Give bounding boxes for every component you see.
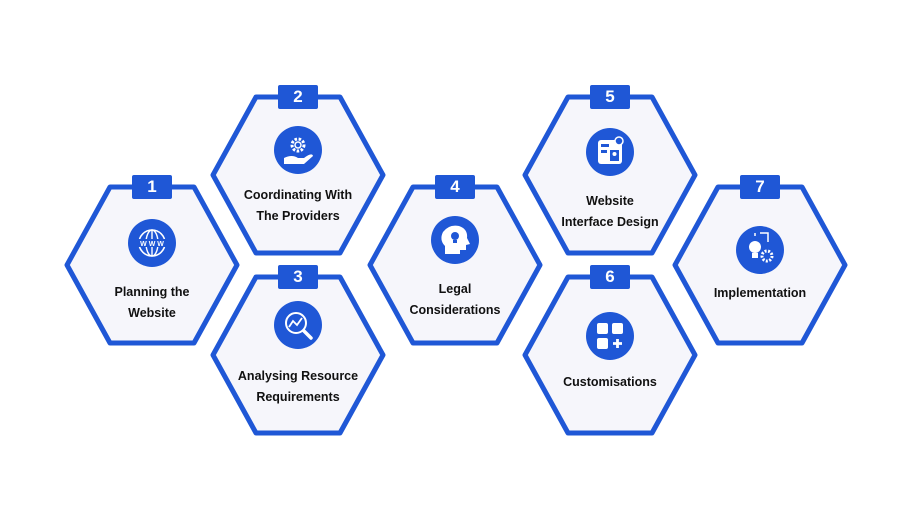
step-title-line: Analysing Resource (237, 369, 359, 383)
step-title-line: Coordinating With (243, 188, 353, 202)
globe-www-icon: W W W (128, 219, 176, 267)
hexagon-step-3 (210, 274, 386, 436)
step-title-line: Planning the (114, 285, 190, 299)
step-title-line: Interface Design (561, 215, 659, 229)
step-number-badge: 3 (278, 265, 318, 289)
step-number-badge: 1 (132, 175, 172, 199)
svg-text:W W W: W W W (140, 241, 164, 248)
step-number-badge: 4 (435, 175, 475, 199)
step-title-line: Website (128, 306, 176, 320)
step-number-badge: 6 (590, 265, 630, 289)
head-lightbulb-icon (431, 216, 479, 264)
step-title-line: Considerations (409, 303, 501, 317)
interface-layout-icon (586, 128, 634, 176)
bulb-gears-icon (736, 226, 784, 274)
blocks-plus-icon (586, 312, 634, 360)
chart-magnifier-icon (274, 301, 322, 349)
hexagon-step-2 (210, 94, 386, 256)
step-title-line: Requirements (256, 390, 340, 404)
step-title-line: Customisations (563, 375, 657, 389)
step-title-line: The Providers (256, 209, 340, 223)
step-title-line: Legal (438, 282, 472, 296)
step-number-badge: 7 (740, 175, 780, 199)
hand-gear-icon (274, 126, 322, 174)
step-number-badge: 2 (278, 85, 318, 109)
hexagon-step-4 (367, 184, 543, 346)
step-title-line: Implementation (713, 286, 807, 300)
step-number-badge: 5 (590, 85, 630, 109)
step-title-line: Website (586, 194, 634, 208)
